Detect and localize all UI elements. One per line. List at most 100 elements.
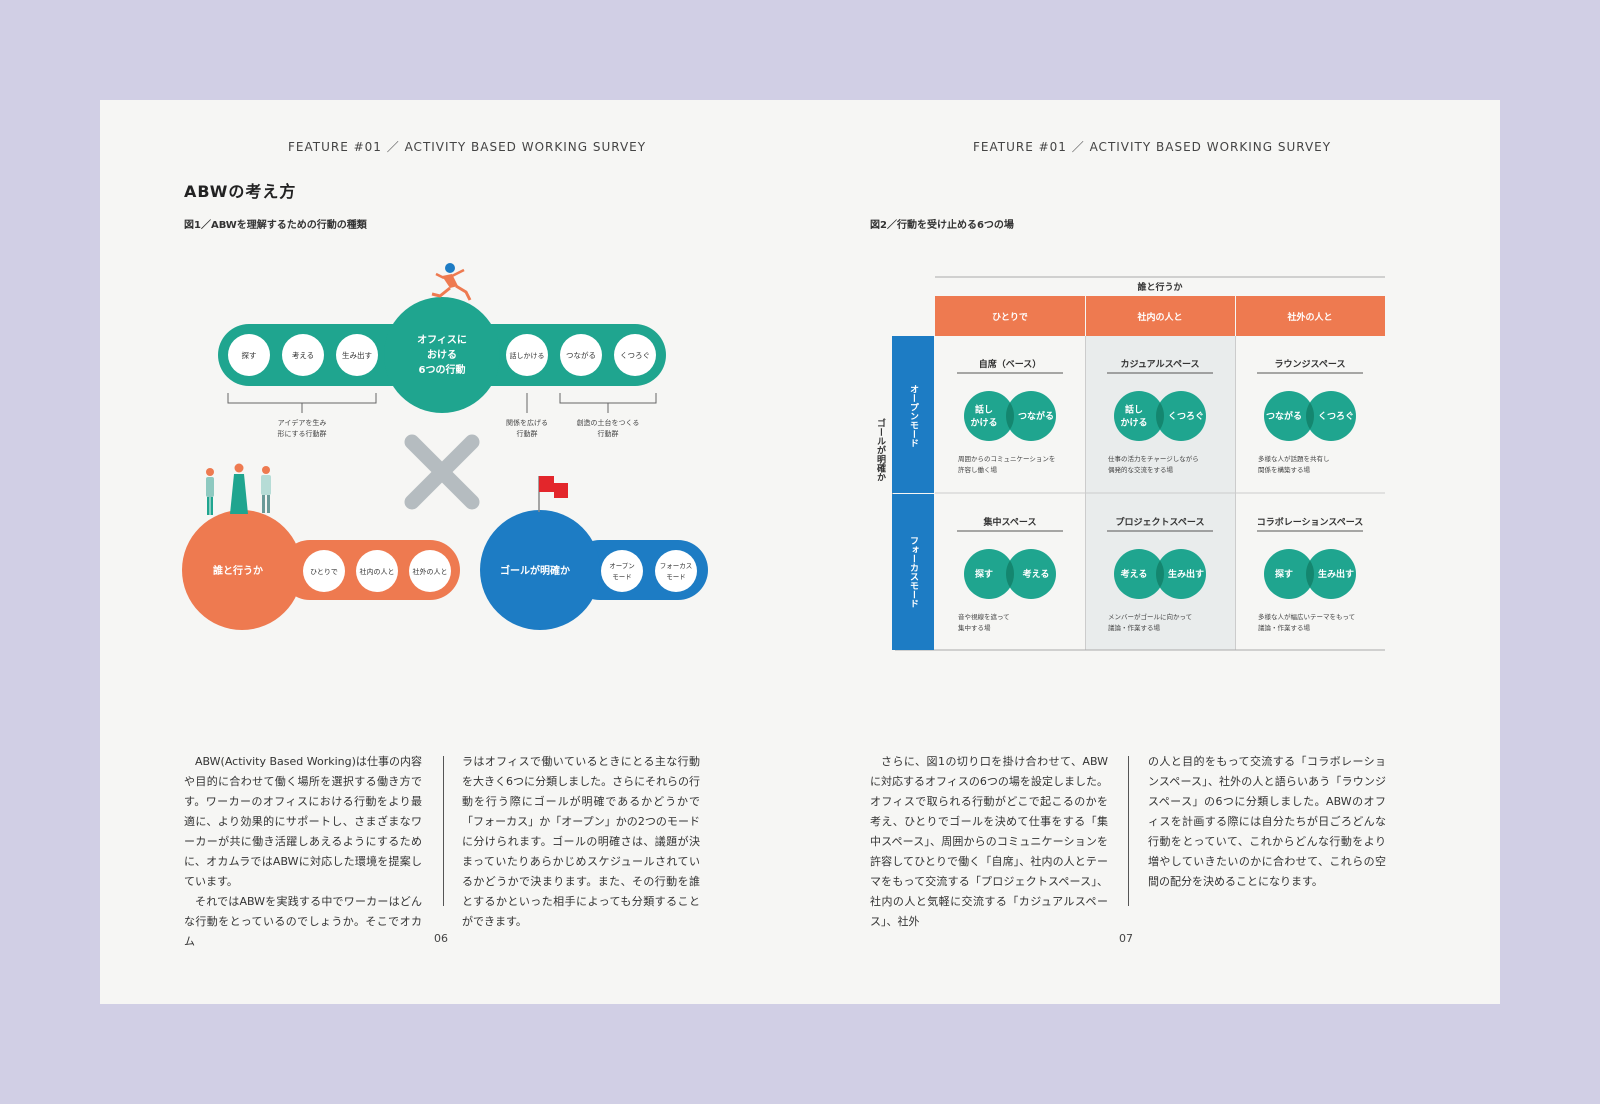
cell-title: プロジェクトスペース [1116, 516, 1205, 528]
center-label-line-2: おける [427, 349, 457, 361]
figure2-matrix-graphic: 誰と行うか ひとりで 社内の人と 社外の人と ゴールが明確か オープンモード フ… [875, 276, 1385, 651]
cell-description: 集中する場 [958, 623, 991, 632]
body-paragraph: の人と目的をもって交流する「コラボレーションスペース」、社外の人と語らいあう「ラ… [1148, 755, 1386, 888]
venn-label: つながる [1018, 410, 1054, 422]
body-paragraph: ABW(Activity Based Working)は仕事の内容や目的に合わせ… [184, 755, 422, 888]
venn-label: 探す [975, 568, 993, 580]
who-option-circle [409, 550, 451, 592]
action-label: 話しかける [510, 351, 545, 360]
venn-circle-right [1006, 549, 1056, 599]
people-group-icon [206, 463, 271, 515]
cell-description: 議論・作業する場 [1258, 623, 1311, 632]
cell-description: 仕事の活力をチャージしながら [1108, 454, 1199, 463]
running-header-left: FEATURE #01 ／ ACTIVITY BASED WORKING SUR… [288, 140, 647, 154]
venn-circle-left [964, 549, 1014, 599]
bracket2-label: 関係を広げる [506, 418, 548, 427]
running-person-icon [431, 263, 472, 301]
action-circle-search [228, 334, 270, 376]
cell-description: 許容し働く場 [958, 465, 998, 474]
running-header-right: FEATURE #01 ／ ACTIVITY BASED WORKING SUR… [973, 140, 1332, 154]
venn-label: 考える [1121, 568, 1148, 580]
venn-circle-right [1006, 391, 1056, 441]
body-paragraph: ラはオフィスで働いているときにとる主な行動を大きく6つに分類しました。さらにそれ… [462, 755, 700, 928]
row-header-focus: フォーカスモード [908, 536, 919, 608]
col-header-bg [1236, 296, 1385, 336]
venn-overlap [1006, 402, 1014, 430]
bracket-lines [227, 393, 657, 413]
center-label-line-3: 6つの行動 [419, 363, 466, 376]
venn-label: 考える [1023, 568, 1050, 580]
cell-title: カジュアルスペース [1120, 359, 1199, 370]
bracket2-label: 行動群 [517, 429, 538, 438]
goal-option-circle [601, 550, 643, 592]
cell-description: 多様な人が幅広いテーマをもって [1258, 612, 1355, 621]
action-circle-create [336, 334, 378, 376]
action-label: 生み出す [342, 350, 372, 360]
bracket1-label: アイデアを生み [278, 418, 327, 427]
venn-overlap [1306, 402, 1314, 430]
venn-label: 生み出す [1318, 568, 1354, 580]
figure1-diagram: オフィスに おける 6つの行動 探す 考える 生み出す 話しかける つながる く… [182, 263, 708, 630]
col-header-external: 社外の人と [1286, 311, 1332, 323]
cell-description: 音や視線を遮って [958, 612, 1010, 621]
action-label: つながる [566, 350, 596, 360]
center-label-line-1: オフィスに [417, 334, 467, 346]
who-option-label: 社外の人と [413, 567, 448, 576]
bracket3-label: 創造の土台をつくる [577, 418, 640, 427]
cell-description: メンバーがゴールに向かって [1108, 612, 1192, 621]
venn-overlap [1306, 560, 1314, 588]
who-option-circle [356, 550, 398, 592]
body-paragraph: それではABWを実践する中でワーカーはどんな行動をとっているのでしょうか。そこで… [184, 895, 422, 948]
matrix-top-header: 誰と行うか [1137, 281, 1182, 293]
venn-overlap [1006, 560, 1014, 588]
magazine-spread: FEATURE #01 ／ ACTIVITY BASED WORKING SUR… [100, 100, 1500, 1004]
row-header-bg [892, 494, 934, 650]
venn-circle-right [1156, 549, 1206, 599]
figure1-caption: 図1／ABWを理解するための行動の種類 [184, 220, 367, 231]
column-divider [1128, 756, 1129, 906]
venn-overlap [1156, 402, 1164, 430]
venn-circle-left [964, 391, 1014, 441]
action-circle-connect [560, 334, 602, 376]
venn-circle-left [1264, 391, 1314, 441]
body-column-3: さらに、図1の切り口を掛け合わせて、ABWに対応するオフィスの6つの場を設定しま… [870, 752, 1108, 932]
venn-circle-right [1306, 549, 1356, 599]
cell-description: 議論・作業する場 [1108, 623, 1161, 632]
venn-circle-right [1306, 391, 1356, 441]
who-label: 誰と行うか [213, 564, 263, 577]
row-header-bg [892, 336, 934, 493]
venn-label: かける [1120, 418, 1147, 429]
matrix-side-header: ゴールが明確か [875, 417, 886, 481]
goal-flag-icon [538, 476, 568, 512]
goal-option-label: フォーカス [660, 562, 693, 570]
col-header-bg [935, 296, 1085, 336]
cell-title: 自席（ベース） [979, 358, 1042, 370]
venn-circle-right [1156, 391, 1206, 441]
venn-circle-left [1114, 549, 1164, 599]
who-option-label: ひとりで [310, 568, 338, 576]
goal-label: ゴールが明確か [500, 564, 570, 577]
body-column-1: ABW(Activity Based Working)は仕事の内容や目的に合わせ… [184, 752, 422, 952]
cell-title: コラボレーションスペース [1257, 516, 1364, 528]
goal-option-label: モード [612, 573, 632, 581]
cell-description: 周囲からのコミュニケーションを [958, 455, 1055, 463]
venn-label: 探す [1275, 568, 1293, 580]
venn-label: くつろぐ [1168, 411, 1204, 422]
cell-title: ラウンジスペース [1275, 359, 1346, 370]
venn-label: 話し [975, 404, 993, 416]
action-label: くつろぐ [620, 351, 650, 360]
venn-label: 話し [1125, 404, 1143, 416]
page-number-left: 06 [434, 932, 448, 945]
cell-description: 偶発的な交流をする場 [1108, 465, 1174, 474]
goal-option-circle [655, 550, 697, 592]
goal-option-label: オープン [609, 562, 635, 570]
col-header-internal: 社内の人と [1136, 311, 1182, 323]
body-column-2: ラはオフィスで働いているときにとる主な行動を大きく6つに分類しました。さらにそれ… [462, 752, 700, 932]
venn-circle-left [1114, 391, 1164, 441]
venn-label: かける [970, 418, 997, 429]
cell-description: 多様な人が話題を共有し [1258, 454, 1330, 463]
goal-option-label: モード [666, 573, 686, 581]
venn-label: 生み出す [1168, 568, 1204, 580]
bracket1-label: 形にする行動群 [277, 429, 326, 438]
